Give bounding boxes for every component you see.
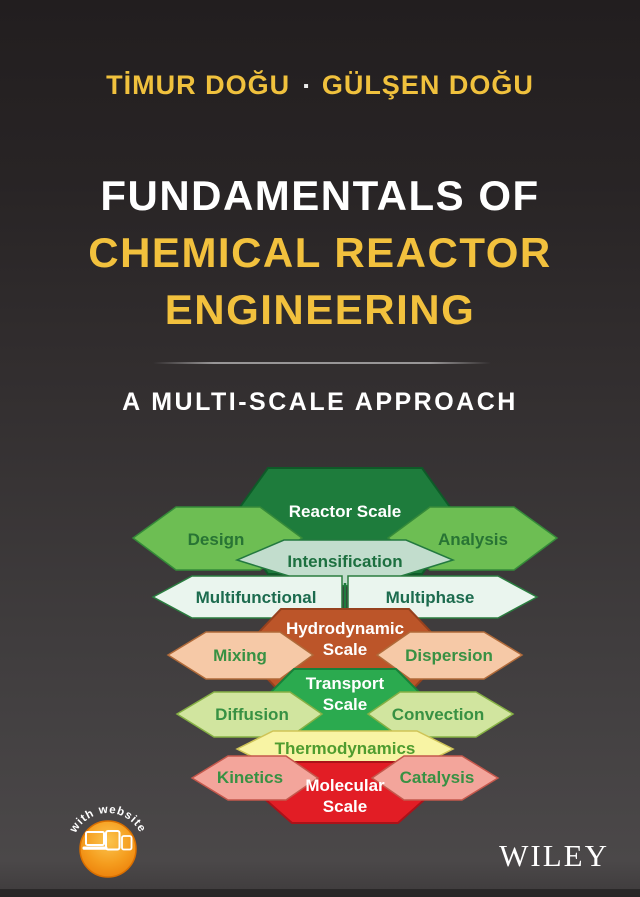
author-second: GÜLŞEN DOĞU <box>321 70 534 100</box>
title-divider-line <box>153 362 491 364</box>
hexagon-dispersion <box>375 631 524 680</box>
book-subtitle: A MULTI-SCALE APPROACH <box>122 388 518 416</box>
label-convection: Convection <box>392 705 485 724</box>
label-catalysis: Catalysis <box>400 768 475 787</box>
label-transport: Transport <box>306 674 385 693</box>
title-line-2: CHEMICAL REACTOR <box>88 229 552 276</box>
title-line-3: ENGINEERING <box>164 286 476 333</box>
label-multifunctional: Multifunctional <box>196 588 317 607</box>
book-title: FUNDAMENTALS OF CHEMICAL REACTOR ENGINEE… <box>0 167 640 338</box>
label-molecular: Molecular <box>305 776 385 795</box>
laptop-base <box>82 846 108 850</box>
label-intensification: Intensification <box>287 552 402 571</box>
label-analysis: Analysis <box>438 530 508 549</box>
tablet-icon <box>105 830 121 851</box>
hexagon-mixing <box>166 631 315 680</box>
laptop-icon <box>85 831 105 846</box>
phone-icon <box>121 835 133 851</box>
label-design: Design <box>188 530 245 549</box>
hexagon-catalysis <box>370 755 500 801</box>
hexagon-convection <box>366 691 515 738</box>
label-molecular-scale: Scale <box>323 797 367 816</box>
label-hydrodynamic: Hydrodynamic <box>286 619 404 638</box>
hexagon-multifunctional <box>151 575 343 619</box>
title-line-1: FUNDAMENTALS OF <box>100 172 540 219</box>
label-hydrodynamic-scale: Scale <box>323 640 367 659</box>
label-multiphase: Multiphase <box>386 588 475 607</box>
label-diffusion: Diffusion <box>215 705 289 724</box>
label-dispersion: Dispersion <box>405 646 493 665</box>
hexagon-kinetics <box>190 755 320 801</box>
label-mixing: Mixing <box>213 646 267 665</box>
with-website-badge: with website <box>67 804 147 878</box>
label-reactor-scale: Reactor Scale <box>289 502 401 521</box>
label-thermodynamics: Thermodynamics <box>275 739 416 758</box>
author-first: TİMUR DOĞU <box>106 70 291 100</box>
wiley-publisher-logo: WILEY <box>499 838 609 873</box>
label-kinetics: Kinetics <box>217 768 283 787</box>
author-separator-square: ▪ <box>303 78 309 95</box>
cover-bottom-edge <box>0 889 640 897</box>
label-transport-scale: Scale <box>323 695 367 714</box>
author-line: TİMUR DOĞU ▪ GÜLŞEN DOĞU <box>0 70 640 101</box>
